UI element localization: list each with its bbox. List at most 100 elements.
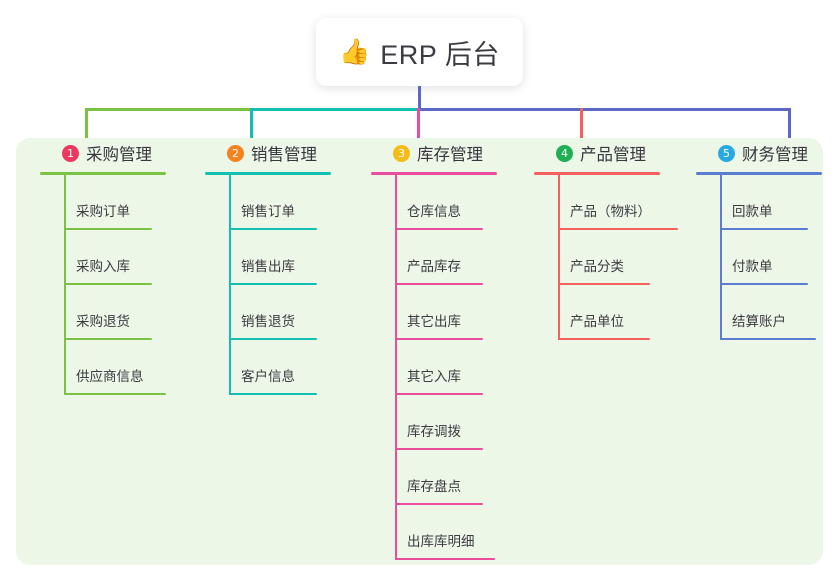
column-header-rule [40, 172, 166, 175]
connector-bus-blue [417, 108, 791, 111]
menu-item-rule [64, 228, 152, 230]
menu-item[interactable]: 产品分类 [534, 230, 660, 285]
menu-item-rule [229, 228, 317, 230]
menu-item[interactable]: 仓库信息 [371, 175, 497, 230]
menu-item-rule [558, 283, 650, 285]
menu-item-rule [395, 228, 483, 230]
menu-item[interactable]: 库存盘点 [371, 450, 497, 505]
column-body-2: 销售订单销售出库销售退货客户信息 [205, 175, 331, 395]
column-header-rule [205, 172, 331, 175]
thumbs-up-icon: 👍 [339, 37, 371, 66]
menu-item[interactable]: 采购订单 [40, 175, 166, 230]
menu-item-label: 回款单 [732, 204, 773, 219]
menu-item-label: 供应商信息 [76, 369, 144, 384]
column-body-3: 仓库信息产品库存其它出库其它入库库存调拨库存盘点出库库明细 [371, 175, 497, 560]
column-header-4[interactable]: 4 产品管理 [534, 138, 660, 168]
menu-item-label: 仓库信息 [407, 204, 461, 219]
menu-item-label: 库存调拨 [407, 424, 461, 439]
column-1: 1 采购管理采购订单采购入库采购退货供应商信息 [40, 138, 166, 395]
column-spine [395, 175, 397, 560]
column-title: 产品管理 [580, 146, 646, 164]
menu-item-label: 采购退货 [76, 314, 130, 329]
menu-item[interactable]: 客户信息 [205, 340, 331, 395]
column-body-5: 回款单付款单结算账户 [696, 175, 822, 340]
menu-item[interactable]: 产品库存 [371, 230, 497, 285]
connector-bus-green [85, 108, 253, 111]
number-badge-icon: 1 [62, 144, 79, 162]
menu-item-label: 出库库明细 [407, 534, 475, 549]
column-title: 财务管理 [742, 146, 808, 164]
menu-item-label: 其它入库 [407, 369, 461, 384]
number-badge-icon: 4 [556, 144, 573, 162]
menu-item-label: 结算账户 [732, 314, 786, 329]
connector-drop-sales [250, 108, 253, 146]
menu-item[interactable]: 出库库明细 [371, 505, 497, 560]
column-body-1: 采购订单采购入库采购退货供应商信息 [40, 175, 166, 395]
menu-item-rule [64, 283, 152, 285]
menu-item-rule [395, 503, 483, 505]
column-title: 库存管理 [417, 146, 483, 164]
column-spine [229, 175, 231, 395]
menu-item-rule [395, 338, 483, 340]
menu-item-rule [64, 393, 166, 395]
menu-item-rule [720, 283, 808, 285]
column-header-1[interactable]: 1 采购管理 [40, 138, 166, 168]
column-4: 4 产品管理产品（物料） 产品分类产品单位 [534, 138, 678, 340]
menu-item[interactable]: 销售出库 [205, 230, 331, 285]
menu-item-rule [229, 283, 317, 285]
menu-item-label: 销售订单 [241, 204, 295, 219]
column-3: 3 库存管理仓库信息产品库存其它出库其它入库库存调拨库存盘点出库库明细 [371, 138, 497, 560]
column-spine [558, 175, 560, 340]
menu-item-rule [395, 448, 483, 450]
root-node-card[interactable]: 👍 ERP 后台 [316, 18, 523, 86]
menu-item-rule [720, 228, 808, 230]
menu-item-label: 销售出库 [241, 259, 295, 274]
menu-item-label: 产品（物料） [570, 204, 651, 219]
column-header-rule [371, 172, 497, 175]
menu-item-rule [229, 393, 317, 395]
menu-item-label: 销售退货 [241, 314, 295, 329]
column-body-4: 产品（物料） 产品分类产品单位 [534, 175, 678, 340]
column-title: 采购管理 [86, 146, 152, 164]
menu-item-rule [558, 338, 650, 340]
menu-item-label: 采购订单 [76, 204, 130, 219]
menu-item[interactable]: 库存调拨 [371, 395, 497, 450]
menu-item[interactable]: 采购入库 [40, 230, 166, 285]
number-badge-icon: 3 [393, 144, 410, 162]
menu-item[interactable]: 其它入库 [371, 340, 497, 395]
column-header-rule [696, 172, 822, 175]
menu-item[interactable]: 销售退货 [205, 285, 331, 340]
menu-item[interactable]: 结算账户 [696, 285, 822, 340]
menu-item-label: 付款单 [732, 259, 773, 274]
menu-item[interactable]: 付款单 [696, 230, 822, 285]
menu-item-rule [558, 228, 678, 230]
menu-item-label: 其它出库 [407, 314, 461, 329]
connector-drop-finance [788, 108, 791, 146]
connector-bus-teal [250, 108, 420, 111]
menu-item[interactable]: 其它出库 [371, 285, 497, 340]
menu-item-label: 产品单位 [570, 314, 624, 329]
root-title: ERP 后台 [380, 39, 500, 70]
connector-drop-purchasing [85, 108, 88, 146]
menu-item[interactable]: 产品单位 [534, 285, 660, 340]
menu-item[interactable]: 回款单 [696, 175, 822, 230]
number-badge-icon: 2 [227, 144, 244, 162]
menu-item-rule [395, 558, 495, 560]
menu-item-label: 采购入库 [76, 259, 130, 274]
menu-item-rule [229, 338, 317, 340]
menu-item-rule [395, 283, 483, 285]
column-header-3[interactable]: 3 库存管理 [371, 138, 497, 168]
menu-item-rule [64, 338, 152, 340]
menu-item[interactable]: 供应商信息 [40, 340, 166, 395]
connector-drop-inventory [417, 108, 420, 146]
menu-item-label: 客户信息 [241, 369, 295, 384]
menu-item[interactable]: 采购退货 [40, 285, 166, 340]
menu-item[interactable]: 产品（物料） [534, 175, 678, 230]
menu-item[interactable]: 销售订单 [205, 175, 331, 230]
column-spine [720, 175, 722, 340]
menu-item-rule [720, 338, 816, 340]
